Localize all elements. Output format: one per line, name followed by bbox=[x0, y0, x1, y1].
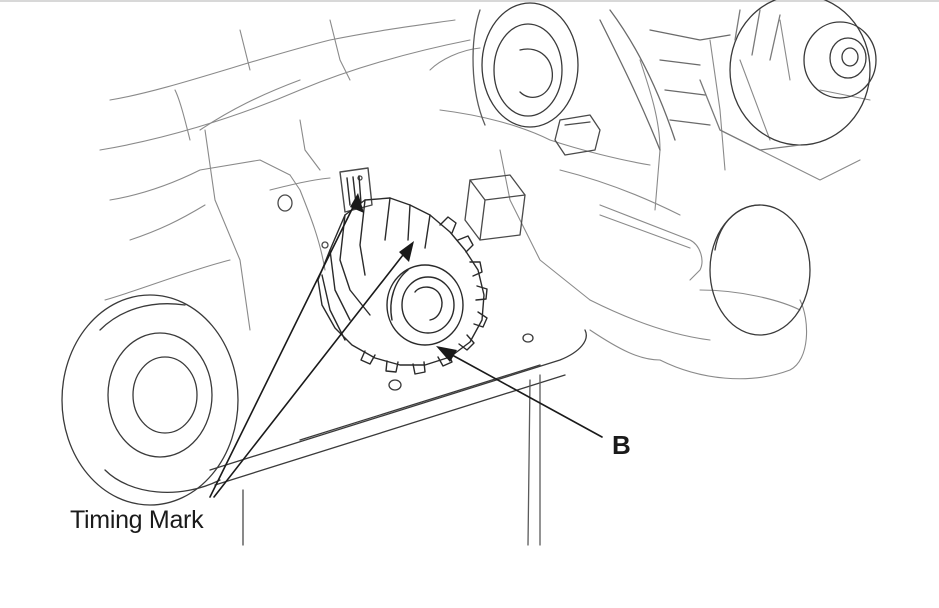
engine-block-outline bbox=[99, 19, 871, 380]
bracket-blocks bbox=[464, 114, 601, 241]
top-border bbox=[0, 0, 939, 2]
crank-sprocket bbox=[317, 197, 488, 375]
arrowhead-block-mark bbox=[350, 193, 364, 213]
part-b-leader bbox=[442, 349, 603, 438]
arrowhead-sprocket-mark bbox=[399, 241, 414, 262]
part-b-arrowhead bbox=[436, 346, 457, 362]
part-b-label: B bbox=[612, 430, 631, 460]
timing-mark-arrowheads bbox=[350, 193, 414, 262]
timing-mark-leaders bbox=[209, 196, 411, 498]
right-lower-pulley bbox=[709, 204, 811, 336]
left-lower-pulley bbox=[61, 294, 239, 506]
timing-mark-label: Timing Mark bbox=[70, 506, 204, 534]
upper-ribbed-housing bbox=[599, 9, 731, 151]
upper-pulley-left bbox=[472, 2, 579, 128]
mounting-holes bbox=[277, 175, 363, 249]
upper-pulley-right bbox=[699, 0, 877, 151]
lower-rail bbox=[209, 329, 587, 546]
